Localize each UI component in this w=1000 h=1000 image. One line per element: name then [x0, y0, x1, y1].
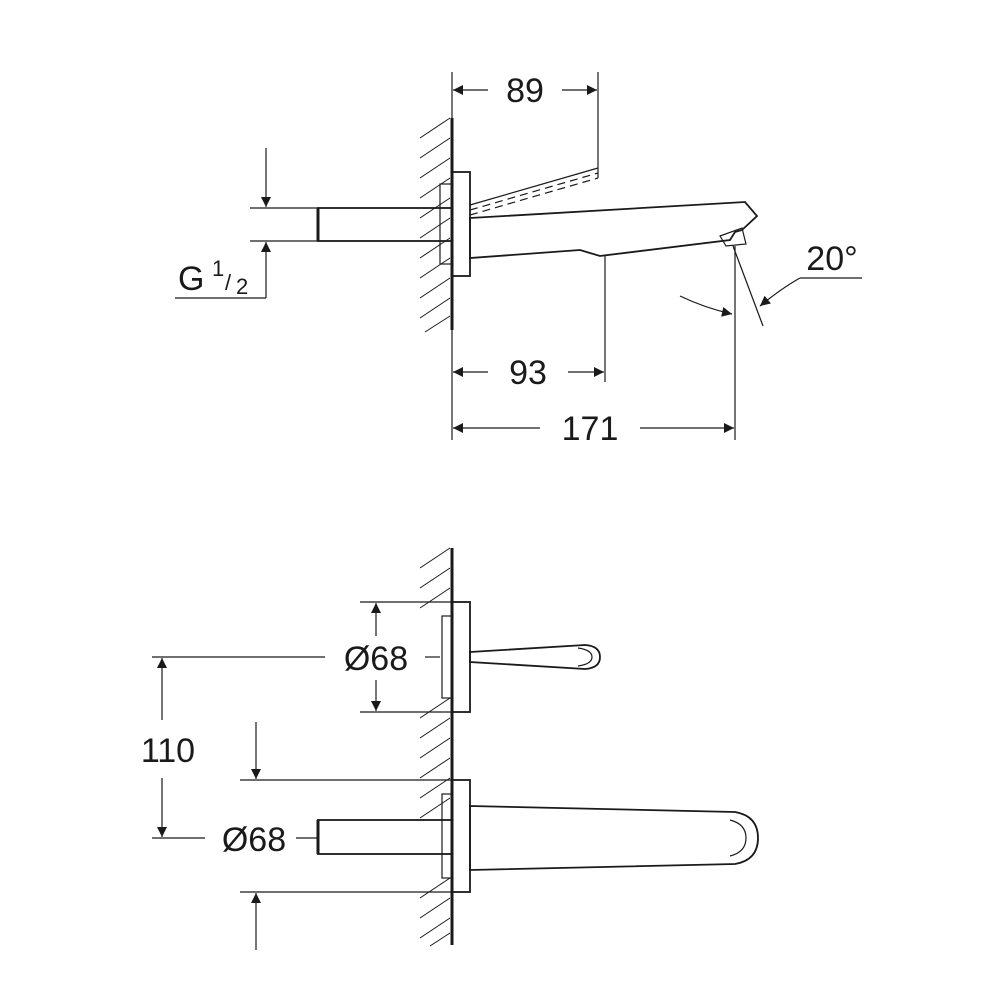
handle-lever [469, 644, 601, 670]
dimension-171: 171 [562, 410, 619, 448]
dimension-89: 89 [506, 72, 544, 110]
dimension-spout-diameter: Ø68 [222, 821, 286, 859]
rosette-plate [451, 171, 471, 277]
dimension-110: 110 [141, 732, 195, 770]
spout-rosette [451, 779, 471, 893]
spout-top [469, 805, 759, 871]
thread-slash: / [225, 270, 232, 295]
thread-numerator: 1 [212, 256, 224, 281]
spout-side [469, 201, 759, 259]
side-view: 89 93 171 20° G 1 / 2 [175, 72, 862, 448]
front-view: Ø68 110 Ø68 [141, 547, 759, 950]
handle-rosette [451, 601, 471, 713]
lever-projection [469, 167, 599, 216]
thread-denominator: 2 [236, 274, 248, 299]
dimension-93: 93 [509, 354, 547, 392]
spout-connector [317, 819, 453, 855]
flow-angle-line [732, 245, 764, 327]
wall-hatching-bottom [419, 547, 451, 947]
wall-hatching-top [419, 117, 451, 333]
angle-20-deg: 20° [806, 240, 857, 278]
connector-pipe [317, 207, 453, 242]
thread-label-g: G [178, 260, 204, 298]
dimension-handle-diameter: Ø68 [344, 640, 408, 678]
